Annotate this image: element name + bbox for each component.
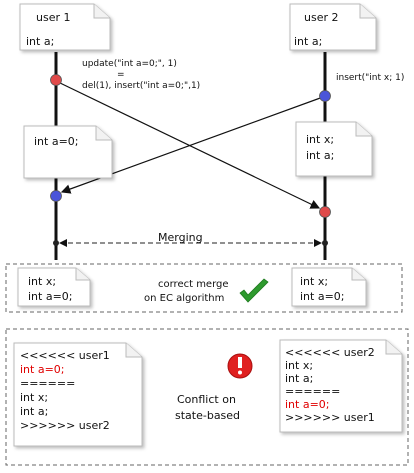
merging-label: Merging xyxy=(158,231,203,244)
left_doc-line-5: int a; xyxy=(20,405,48,418)
right_doc-line-5: int a=0; xyxy=(285,398,330,411)
merge-point-left xyxy=(53,240,59,246)
warning-icon xyxy=(227,353,253,379)
check-mark-icon xyxy=(239,278,269,303)
user1-local-op-dot xyxy=(50,74,62,86)
user2-code: int a; xyxy=(294,35,322,48)
ec-section-box xyxy=(5,263,403,313)
user1-document xyxy=(19,3,111,51)
user2-local-op-dot xyxy=(319,90,331,102)
user1-title: user 1 xyxy=(36,11,71,24)
right_doc-line-4: ====== xyxy=(285,385,340,398)
user1-state-document xyxy=(23,125,113,179)
left_doc-line-3: ====== xyxy=(20,377,75,390)
ec-caption-line2: on EC algorithm xyxy=(144,293,224,304)
ec-right-state-document xyxy=(291,267,367,307)
user2-state-line2: int a; xyxy=(306,149,334,162)
right_doc-line-1: <<<<<< user2 xyxy=(285,346,375,359)
user2-state-document xyxy=(295,121,373,177)
ec-left-line2: int a=0; xyxy=(28,290,73,303)
op1-line3: del(1), insert("int a=0;",1) xyxy=(82,81,200,91)
ec-left-line1: int x; xyxy=(28,275,56,288)
user2-state-line1: int x; xyxy=(306,133,334,146)
merge-point-right xyxy=(322,240,328,246)
ec-left-state-document xyxy=(17,267,91,307)
ec-right-line2: int a=0; xyxy=(300,290,345,303)
op1-propagation-arrow xyxy=(57,81,321,209)
user2-remote-op-dot xyxy=(319,206,331,218)
user2-title: user 2 xyxy=(304,11,339,24)
user1-state-code: int a=0; xyxy=(34,135,79,148)
left_doc-line-4: int x; xyxy=(20,391,48,404)
left_doc-line-2: int a=0; xyxy=(20,363,65,376)
conflict-right-document xyxy=(279,339,403,433)
right_doc-line-3: int a; xyxy=(285,372,313,385)
user2-document xyxy=(289,3,377,51)
op2-label: insert("int x; 1) xyxy=(336,73,404,83)
ec-right-line1: int x; xyxy=(300,275,328,288)
user1-remote-op-dot xyxy=(50,190,62,202)
conflict-caption-line1: Conflict on xyxy=(177,393,236,406)
right_doc-line-2: int x; xyxy=(285,359,313,372)
conflict-left-document xyxy=(13,342,143,447)
user1-code: int a; xyxy=(26,35,54,48)
conflict-section-box xyxy=(5,328,409,466)
left_doc-line-1: <<<<<< user1 xyxy=(20,349,110,362)
left_doc-line-6: >>>>>> user2 xyxy=(20,419,110,432)
op1-line1: update("int a=0;", 1) xyxy=(82,59,177,69)
conflict-caption-line2: state-based xyxy=(175,409,240,422)
ec-caption-line1: correct merge xyxy=(158,279,229,290)
right_doc-line-6: >>>>>> user1 xyxy=(285,411,375,424)
op1-line2: = xyxy=(117,70,125,80)
